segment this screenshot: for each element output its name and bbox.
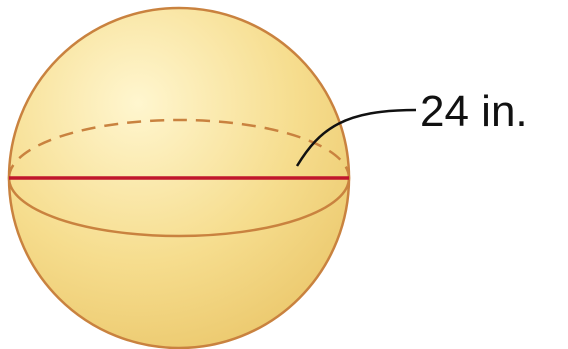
diameter-label: 24 in. bbox=[420, 87, 528, 136]
great-circle-back-dashed bbox=[7, 118, 351, 179]
leader-line bbox=[295, 108, 417, 167]
great-circle-front bbox=[7, 177, 351, 238]
